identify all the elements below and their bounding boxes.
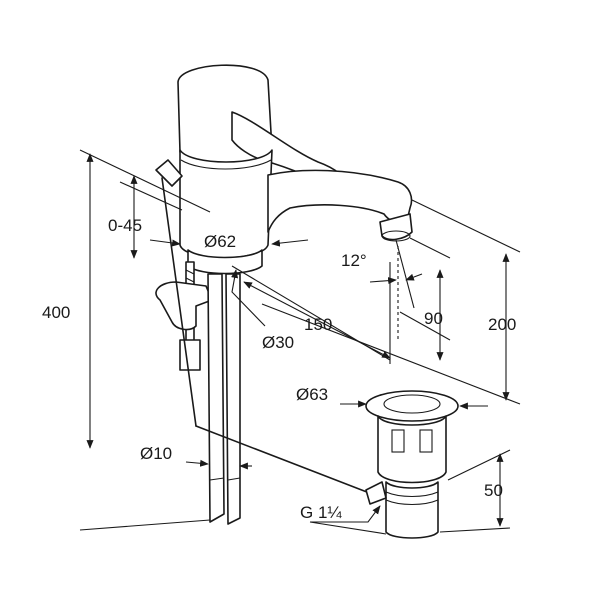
label-150: 150 <box>304 315 332 334</box>
drain-slot-left <box>391 429 405 453</box>
label-d30: Ø30 <box>262 333 294 352</box>
drain-tailpiece <box>385 481 439 539</box>
drain-plug <box>383 394 441 414</box>
dimension-lines <box>79 149 521 535</box>
dim-g114-leader <box>310 505 381 523</box>
label-0-45: 0-45 <box>108 216 142 235</box>
dim-d30-leader <box>231 269 266 327</box>
dim-12-arc <box>369 277 397 285</box>
label-50: 50 <box>484 481 503 500</box>
drain-lever-arm <box>365 481 387 505</box>
dim-150-line <box>243 281 391 359</box>
label-90: 90 <box>424 309 443 328</box>
drain-valve <box>365 390 459 539</box>
mounting-assembly <box>155 177 373 525</box>
drain-rod <box>195 425 373 495</box>
label-12-degree: 12° <box>341 251 367 270</box>
popup-knob <box>155 159 183 187</box>
body-ring <box>180 159 272 170</box>
body-base <box>187 249 263 275</box>
popup-rod <box>161 177 197 427</box>
hose-right <box>225 273 241 525</box>
dim-d10-left <box>185 459 209 467</box>
label-200: 200 <box>488 315 516 334</box>
aerator <box>379 213 413 241</box>
label-400: 400 <box>42 303 70 322</box>
label-g114: G 1¼ <box>300 503 342 522</box>
faucet-body <box>155 64 413 275</box>
label-d63: Ø63 <box>296 385 328 404</box>
dim-d62-left <box>149 239 181 247</box>
dim-d62-right <box>271 239 309 247</box>
hose-left <box>207 273 225 523</box>
label-d10: Ø10 <box>140 444 172 463</box>
drain-body <box>377 415 447 484</box>
clamp-bracket <box>155 281 213 331</box>
label-d62: Ø62 <box>204 232 236 251</box>
dimension-labels: 0-45 Ø62 12° 400 150 Ø30 90 200 Ø63 Ø10 … <box>42 216 516 522</box>
mounting-nut <box>179 339 201 371</box>
drain-slot-right <box>419 429 433 453</box>
